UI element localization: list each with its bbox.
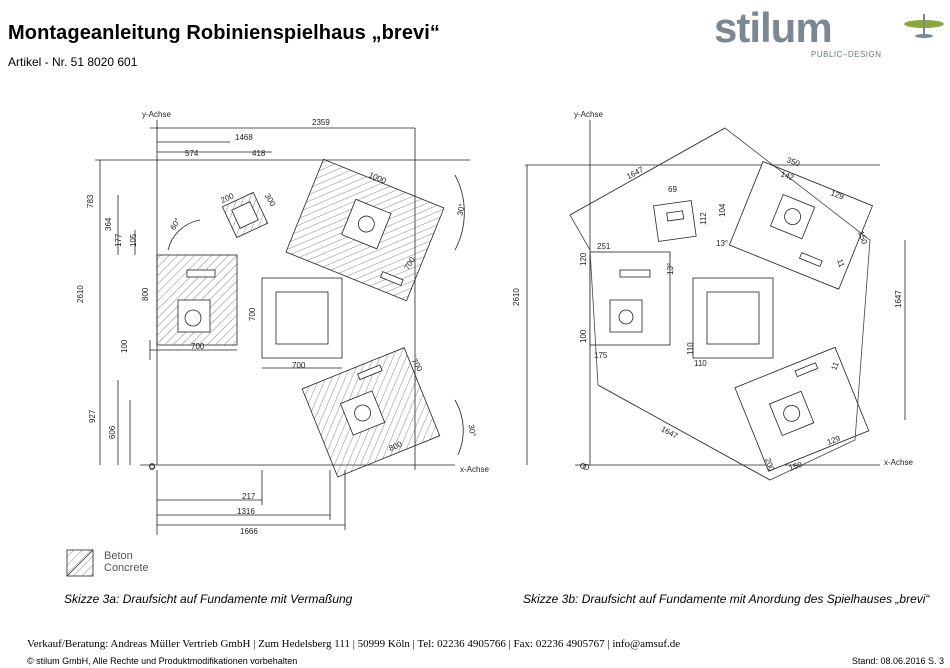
caption-sketch-3a: Skizze 3a: Draufsicht auf Fundamente mit… <box>64 592 353 606</box>
dim-142: 142 <box>779 169 795 182</box>
contact-footer: Verkauf/Beratung: Andreas Müller Vertrie… <box>27 638 681 650</box>
logo-wordmark: stilum <box>714 4 833 51</box>
angle-30-a: 30° <box>456 203 467 216</box>
dim-1316: 1316 <box>237 507 255 516</box>
dim-1647-b: 1647 <box>659 424 679 441</box>
article-number: Artikel - Nr. 51 8020 601 <box>8 55 138 69</box>
dim-700-a: 700 <box>191 342 205 351</box>
logo-subline: PUBLIC–DESIGN <box>811 50 882 59</box>
dim-100-b: 100 <box>579 329 588 343</box>
dim-1647-c: 1647 <box>894 290 903 308</box>
y-axis-label-a: y-Achse <box>142 110 171 119</box>
foundation-drawings: y-Achse x-Achse 2359 1468 574 418 783 36… <box>76 110 913 536</box>
dim-364: 364 <box>104 217 113 231</box>
dim-251: 251 <box>597 242 611 251</box>
dim-69: 69 <box>668 185 677 194</box>
dim-2359: 2359 <box>312 118 330 127</box>
legend-label: Beton Concrete <box>104 550 149 574</box>
dim-418: 418 <box>252 149 266 158</box>
stilum-logo: stilum PUBLIC–DESIGN <box>714 4 946 60</box>
dim-112: 112 <box>699 212 708 225</box>
dim-606: 606 <box>108 425 117 439</box>
dim-574: 574 <box>185 149 199 158</box>
origin-a: O <box>149 463 155 472</box>
dim-2610-b: 2610 <box>512 288 521 306</box>
dim-2610-a: 2610 <box>76 285 85 303</box>
dim-350: 350 <box>785 155 801 168</box>
dim-150-a: 150 <box>856 230 869 246</box>
copyright-note: © stilum GmbH, Alle Rechte und Produktmo… <box>27 656 298 666</box>
x-axis-label-a: x-Achse <box>460 465 489 474</box>
dim-100: 100 <box>120 339 129 353</box>
page-stand: Stand: 08.06.2016 S. 3 <box>851 656 944 666</box>
dim-300: 300 <box>263 192 278 209</box>
origin-b: O <box>583 463 589 472</box>
dim-120: 120 <box>579 252 588 266</box>
dim-110-a: 110 <box>686 342 695 355</box>
dim-177: 177 <box>114 233 123 247</box>
sketch-3a <box>95 120 470 535</box>
concrete-hatch-icon <box>66 549 94 577</box>
angle-13-a: 13° <box>716 239 728 248</box>
dim-129-b: 129 <box>826 434 842 447</box>
dim-11-b: 11 <box>829 360 840 371</box>
x-axis-label-b: x-Achse <box>884 458 913 467</box>
dim-927: 927 <box>88 409 97 423</box>
dim-1468: 1468 <box>235 133 253 142</box>
dim-700-b: 700 <box>292 361 306 370</box>
dim-105: 105 <box>129 233 138 247</box>
dim-1666: 1666 <box>240 527 258 536</box>
dim-217: 217 <box>242 492 256 501</box>
dim-783: 783 <box>86 194 95 208</box>
dim-175: 175 <box>594 351 608 360</box>
dim-129-a: 129 <box>829 188 845 201</box>
angle-30-b: 30° <box>467 424 478 437</box>
angle-13-b: 13° <box>666 263 675 275</box>
logo-leaf-icon <box>904 14 944 38</box>
dim-800: 800 <box>141 287 150 301</box>
caption-sketch-3b: Skizze 3b: Draufsicht auf Fundamente mit… <box>523 592 930 606</box>
legend-beton: Beton <box>104 550 133 562</box>
dim-150-b: 150 <box>788 460 804 473</box>
y-axis-label-b: y-Achse <box>574 110 603 119</box>
legend-concrete: Concrete <box>104 562 149 574</box>
document-title: Montageanleitung Robinienspielhaus „brev… <box>8 22 441 44</box>
dim-700-c: 700 <box>248 307 257 321</box>
dim-110-b: 110 <box>694 359 707 368</box>
sketch-3b <box>525 120 906 481</box>
dim-200-b: 200 <box>763 457 776 473</box>
dim-104: 104 <box>718 203 727 217</box>
dim-11-a: 11 <box>835 258 846 269</box>
